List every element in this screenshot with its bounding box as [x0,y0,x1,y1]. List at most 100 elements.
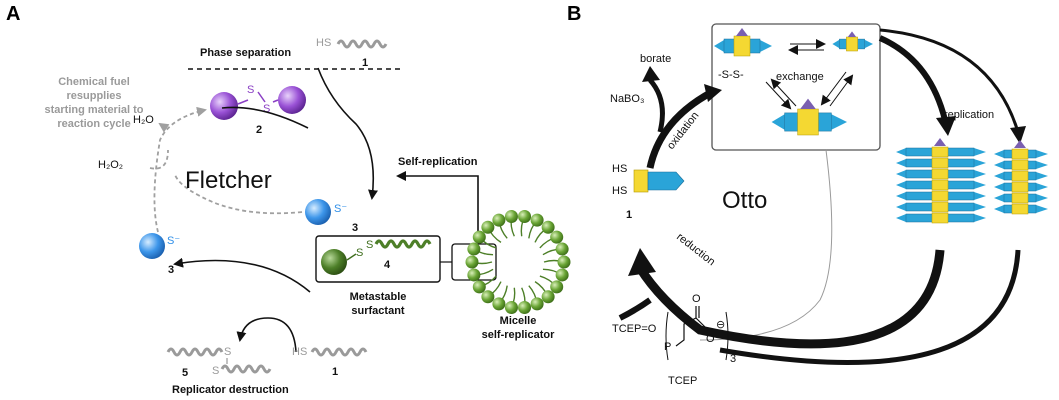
purple-sphere-left [210,92,238,120]
stack-blade-left [896,159,906,167]
oxidation-arrow-head [704,84,722,102]
monomer-hs-2: HS [612,185,627,197]
stack-core [931,201,949,213]
panel-a-letter: A [6,3,20,25]
reduction-arrow-secondary [719,249,1021,365]
tcep-structure: P O O ⊖ 3 TCEP [664,293,736,387]
micelle-sphere [472,230,486,244]
micelle-sphere [467,242,481,256]
water-release-arrow [158,122,170,133]
borate-branch-head [642,66,660,82]
stack-core [931,168,949,180]
fuel-note-line-3: starting material to [44,104,143,116]
monomer-core [633,169,649,193]
exchange-arrow-down-b [820,71,847,106]
surfactant-head-sphere [321,249,347,275]
tcep-oxide-branch [618,297,652,321]
destruction-arrow [173,257,311,293]
stack-core [1011,159,1029,171]
stack-blade-left [994,161,1004,169]
thiolate-upper: S⁻ [334,203,347,215]
ring-blade-left [832,39,840,49]
stack-core [931,157,949,169]
stack-blade-left [896,192,906,200]
stack-blade-right [1036,194,1048,202]
replication-arrow-b-head [1010,126,1026,144]
compound-1-bottom: 1 [332,366,338,378]
micelle-sphere [557,255,571,269]
micelle-label-1: Micelle [500,315,537,327]
self-replication-arrow [396,171,479,232]
cycle-arc-top [221,106,309,129]
stack-blade-right [1036,161,1048,169]
stack-blade-left [994,150,1004,158]
disulfide-bond-1 [237,99,249,105]
ring-core [846,36,858,52]
micelle-sphere [492,297,506,311]
ring-blade-right [760,40,772,52]
thiolate-left: S⁻ [167,235,180,247]
stack-blade-right [974,192,986,200]
thiol-hs-top: HS [316,37,331,49]
ring-blade-right [864,39,873,49]
tcep-carboxylate-o: O [706,333,715,345]
stack-blade-right [974,148,986,156]
tcep-bracket-right [725,311,729,361]
monomer-hs-1: HS [612,163,627,175]
ring-blade-left [714,40,724,52]
stack-blade-left [994,183,1004,191]
disulfide-bond-2 [257,91,266,103]
disulfide-s-2: S [263,103,270,115]
stack-core [931,146,949,158]
panel-b: B -S-S- exchange borate NaBO₃ oxidation … [567,3,1048,387]
micelle-sphere [550,280,564,294]
ring-cap [847,31,857,37]
reduction-arrow-main [636,249,945,349]
ring-core [733,35,751,57]
stack-core [1011,181,1029,193]
borate-branch-arrow [648,78,665,133]
monomer-peptide [647,171,685,191]
surfactant-tail [374,239,432,249]
tcep-subscript: 3 [730,353,736,365]
micelle-sphere [541,290,555,304]
stack-core [1011,203,1029,215]
replication-arrow-a-head [936,116,956,136]
exchange-arrow-up-a [770,78,797,107]
stack-blade-right [1036,183,1048,191]
replication-label: replication [944,109,994,121]
exchange-ring-small [714,28,772,57]
stack-blade-left [994,194,1004,202]
fuel-oxidation-arrow [153,106,207,233]
borate-label: borate [640,53,671,65]
stack-cap [934,138,946,146]
thiol-hs-bottom: HS [292,346,307,358]
tcep-oxide-label: TCEP=O [612,323,657,335]
tcep-carboxylate-bond [695,317,709,331]
ring-core [797,108,819,136]
stack-blade-left [896,203,906,211]
micelle-sphere [467,268,481,282]
waste-s-2: S [212,365,219,377]
stack-blade-right [1036,205,1048,213]
cycle-arrow-to-thiolate [317,67,378,200]
micelle-sphere [550,230,564,244]
exchange-ring-large [771,98,847,136]
thiol-tail-top [336,39,388,49]
tcep-label: TCEP [668,375,697,387]
micelle-sphere [504,209,518,223]
waste-tail-1 [166,347,224,357]
compound-4: 4 [384,259,391,271]
micelle-sphere [518,209,532,223]
disulfide-bond-3 [272,99,279,103]
micelle-sphere [518,301,532,315]
surfactant-s-1: S [356,247,363,259]
stack-core [1011,192,1029,204]
stack-core [1011,170,1029,182]
ring-blade-right [831,114,847,130]
phase-separation-label: Phase separation [200,47,291,59]
stack-blade-left [994,205,1004,213]
tcep-carbonyl-o: O [692,293,701,305]
ring-cap [736,28,748,36]
compound-3-upper: 3 [352,222,358,234]
